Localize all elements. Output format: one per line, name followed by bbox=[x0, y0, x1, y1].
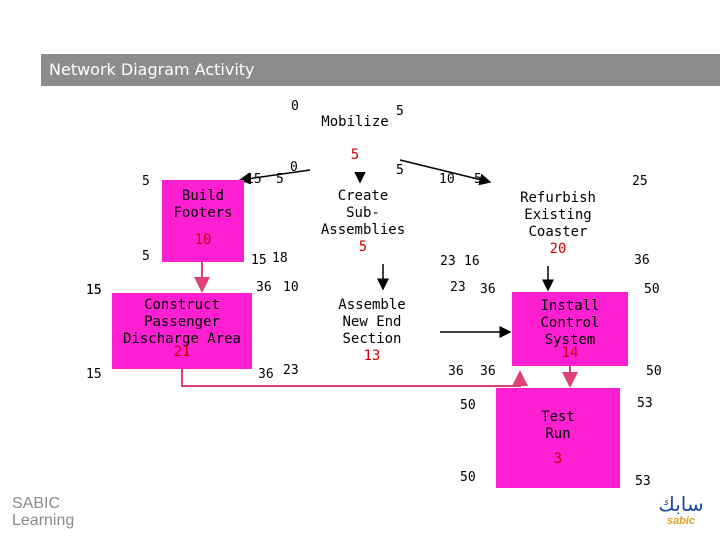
assemble-ls: 23 bbox=[283, 363, 299, 378]
logo-line-1: SABIC bbox=[12, 495, 61, 512]
test-es: 50 bbox=[460, 398, 476, 413]
activity-duration: 10 bbox=[194, 232, 212, 248]
activity-label: Assemble New End Section bbox=[338, 297, 406, 347]
activity-label: Refurbish Existing Coaster bbox=[520, 190, 596, 240]
create-es: 0 bbox=[290, 160, 298, 175]
activity-refurbish-coaster: Refurbish Existing Coaster 20 bbox=[498, 186, 618, 266]
activity-label: Construct Passenger Discharge Area bbox=[122, 297, 241, 347]
activity-create-sub-assemblies: Create Sub- Assemblies 5 bbox=[304, 184, 422, 264]
activity-install-control: Install Control System 14 bbox=[512, 292, 628, 366]
activity-label: Create Sub- Assemblies bbox=[320, 188, 406, 238]
construct-es: 15 bbox=[86, 283, 102, 298]
link-mobilize-build bbox=[238, 169, 311, 185]
assemble-es: 10 bbox=[283, 280, 299, 295]
build-ef: 15 bbox=[246, 172, 262, 187]
activity-test-run: Test Run 3 bbox=[496, 388, 620, 488]
create-ef-mobilize-ref: 5 bbox=[276, 172, 284, 187]
logo-line-2: Learning bbox=[12, 512, 75, 529]
install-ls: 36 bbox=[480, 364, 496, 379]
create-ef: 5 bbox=[396, 163, 404, 178]
activity-label: Mobilize bbox=[321, 114, 389, 130]
logo-latin-text: sabic bbox=[666, 515, 696, 527]
activity-duration: 3 bbox=[553, 451, 563, 467]
construct-lf: 36 bbox=[258, 367, 274, 382]
sabic-learning-logo: SABIC Learning bbox=[12, 495, 74, 529]
activity-construct-passenger: Construct Passenger Discharge Area 21 bbox=[112, 293, 252, 369]
activity-assemble-end-section: Assemble New End Section 13 bbox=[312, 293, 432, 369]
activity-duration: 14 bbox=[561, 345, 579, 361]
assemble-lf: 36 bbox=[448, 364, 464, 379]
link-construct-install bbox=[181, 368, 528, 387]
mobilize-ef: 5 bbox=[396, 104, 404, 119]
activity-duration: 20 bbox=[549, 241, 567, 257]
activity-duration: 5 bbox=[358, 239, 368, 255]
refurbish-ls: 16 bbox=[464, 254, 480, 269]
mobilize-es: 0 bbox=[291, 99, 299, 114]
activity-label: Build Footers bbox=[173, 188, 233, 221]
activity-duration: 5 bbox=[350, 147, 360, 163]
assemble-ef: 23 bbox=[450, 280, 466, 295]
refurbish-es-alt: 23 bbox=[440, 254, 456, 269]
activity-duration: 13 bbox=[363, 348, 381, 364]
activity-build-footers: Build Footers 10 bbox=[162, 180, 244, 262]
activity-label: Test Run bbox=[541, 409, 575, 442]
sabic-brand-logo: سابك sabic bbox=[650, 493, 712, 529]
activity-label: Install Control System bbox=[540, 298, 600, 348]
build-es: 5 bbox=[142, 174, 150, 189]
construct-ef: 36 bbox=[256, 280, 272, 295]
create-ef-alt: 10 bbox=[439, 172, 455, 187]
refurbish-es: 5 bbox=[474, 172, 482, 187]
test-lf: 53 bbox=[635, 474, 651, 489]
create-ls: 15 bbox=[251, 253, 267, 268]
link-mobilize-refurbish bbox=[399, 159, 492, 186]
title-bar: Network Diagram Activity bbox=[41, 54, 720, 86]
build-ls: 5 bbox=[142, 249, 150, 264]
install-es: 36 bbox=[480, 282, 496, 297]
test-ls: 50 bbox=[460, 470, 476, 485]
activity-duration: 21 bbox=[173, 344, 191, 360]
create-lf: 18 bbox=[272, 251, 288, 266]
refurbish-lf: 36 bbox=[634, 253, 650, 268]
construct-ls: 15 bbox=[86, 367, 102, 382]
build-lf: 15 bbox=[86, 283, 102, 298]
test-ef: 53 bbox=[637, 396, 653, 411]
page-title: Network Diagram Activity bbox=[49, 60, 255, 79]
install-lf: 50 bbox=[646, 364, 662, 379]
logo-arabic-text: سابك bbox=[658, 492, 704, 516]
activity-mobilize: Mobilize 5 bbox=[310, 100, 400, 172]
install-ef: 50 bbox=[644, 282, 660, 297]
refurbish-ef: 25 bbox=[632, 174, 648, 189]
